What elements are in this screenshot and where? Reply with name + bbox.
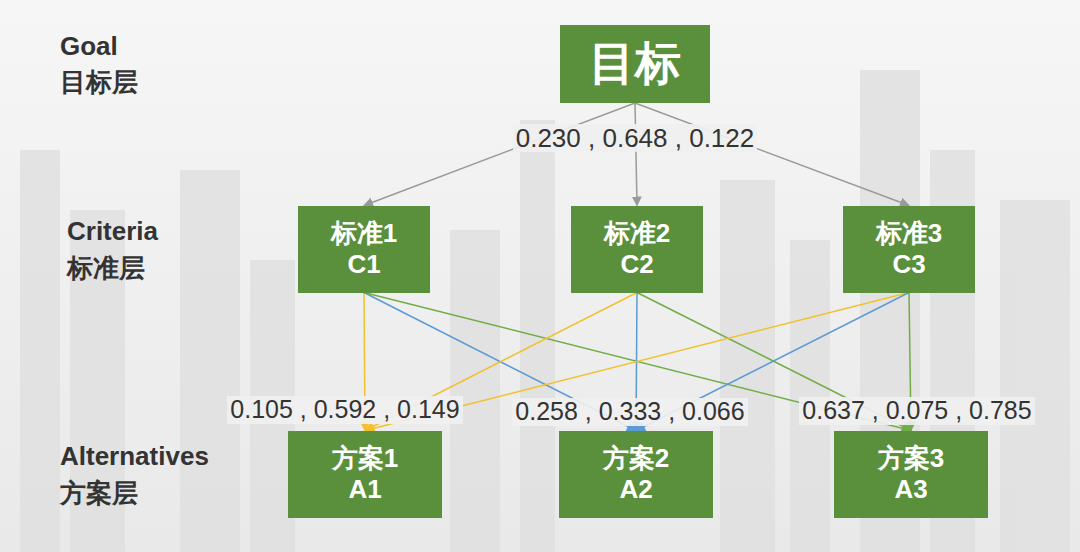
layer-label: Alternatives bbox=[60, 442, 209, 471]
weight-values: 0.637 , 0.075 , 0.785 bbox=[799, 397, 1034, 425]
skyline bbox=[20, 70, 1070, 552]
alternative-box: 方案2A2 bbox=[559, 431, 713, 518]
goal-box: 目标 bbox=[560, 25, 710, 103]
layer-label: 目标层 bbox=[60, 68, 138, 97]
building bbox=[20, 150, 60, 552]
building bbox=[450, 230, 500, 552]
node-text: 标准3 bbox=[876, 218, 942, 249]
building bbox=[180, 170, 240, 552]
alternative-box: 方案3A3 bbox=[834, 431, 988, 518]
criterion-box: 标准3C3 bbox=[843, 206, 975, 293]
layer-label: 标准层 bbox=[67, 254, 145, 283]
layer-label: Criteria bbox=[67, 217, 158, 246]
building bbox=[790, 240, 830, 552]
weight-values: 0.230 , 0.648 , 0.122 bbox=[513, 124, 758, 153]
building bbox=[720, 180, 775, 552]
connector-line bbox=[635, 103, 637, 206]
node-text: 方案2 bbox=[603, 443, 669, 474]
node-text: 方案3 bbox=[878, 443, 944, 474]
node-text: 目标 bbox=[589, 36, 681, 91]
node-text: 标准1 bbox=[331, 218, 397, 249]
node-text: C1 bbox=[347, 249, 380, 280]
connector-line bbox=[635, 103, 909, 206]
node-text: C2 bbox=[620, 249, 653, 280]
layer-label: Goal bbox=[60, 32, 118, 61]
node-text: 方案1 bbox=[332, 443, 398, 474]
layer-label: 方案层 bbox=[60, 479, 138, 508]
node-text: C3 bbox=[892, 249, 925, 280]
alternative-box: 方案1A1 bbox=[288, 431, 442, 518]
criterion-box: 标准2C2 bbox=[571, 206, 703, 293]
connector-line bbox=[364, 103, 635, 206]
node-text: A1 bbox=[348, 474, 381, 505]
weight-values: 0.258 , 0.333 , 0.066 bbox=[512, 398, 747, 426]
criterion-box: 标准1C1 bbox=[298, 206, 430, 293]
weight-values: 0.105 , 0.592 , 0.149 bbox=[227, 396, 462, 424]
node-text: A2 bbox=[619, 474, 652, 505]
node-text: 标准2 bbox=[604, 218, 670, 249]
building bbox=[1000, 200, 1070, 552]
node-text: A3 bbox=[894, 474, 927, 505]
